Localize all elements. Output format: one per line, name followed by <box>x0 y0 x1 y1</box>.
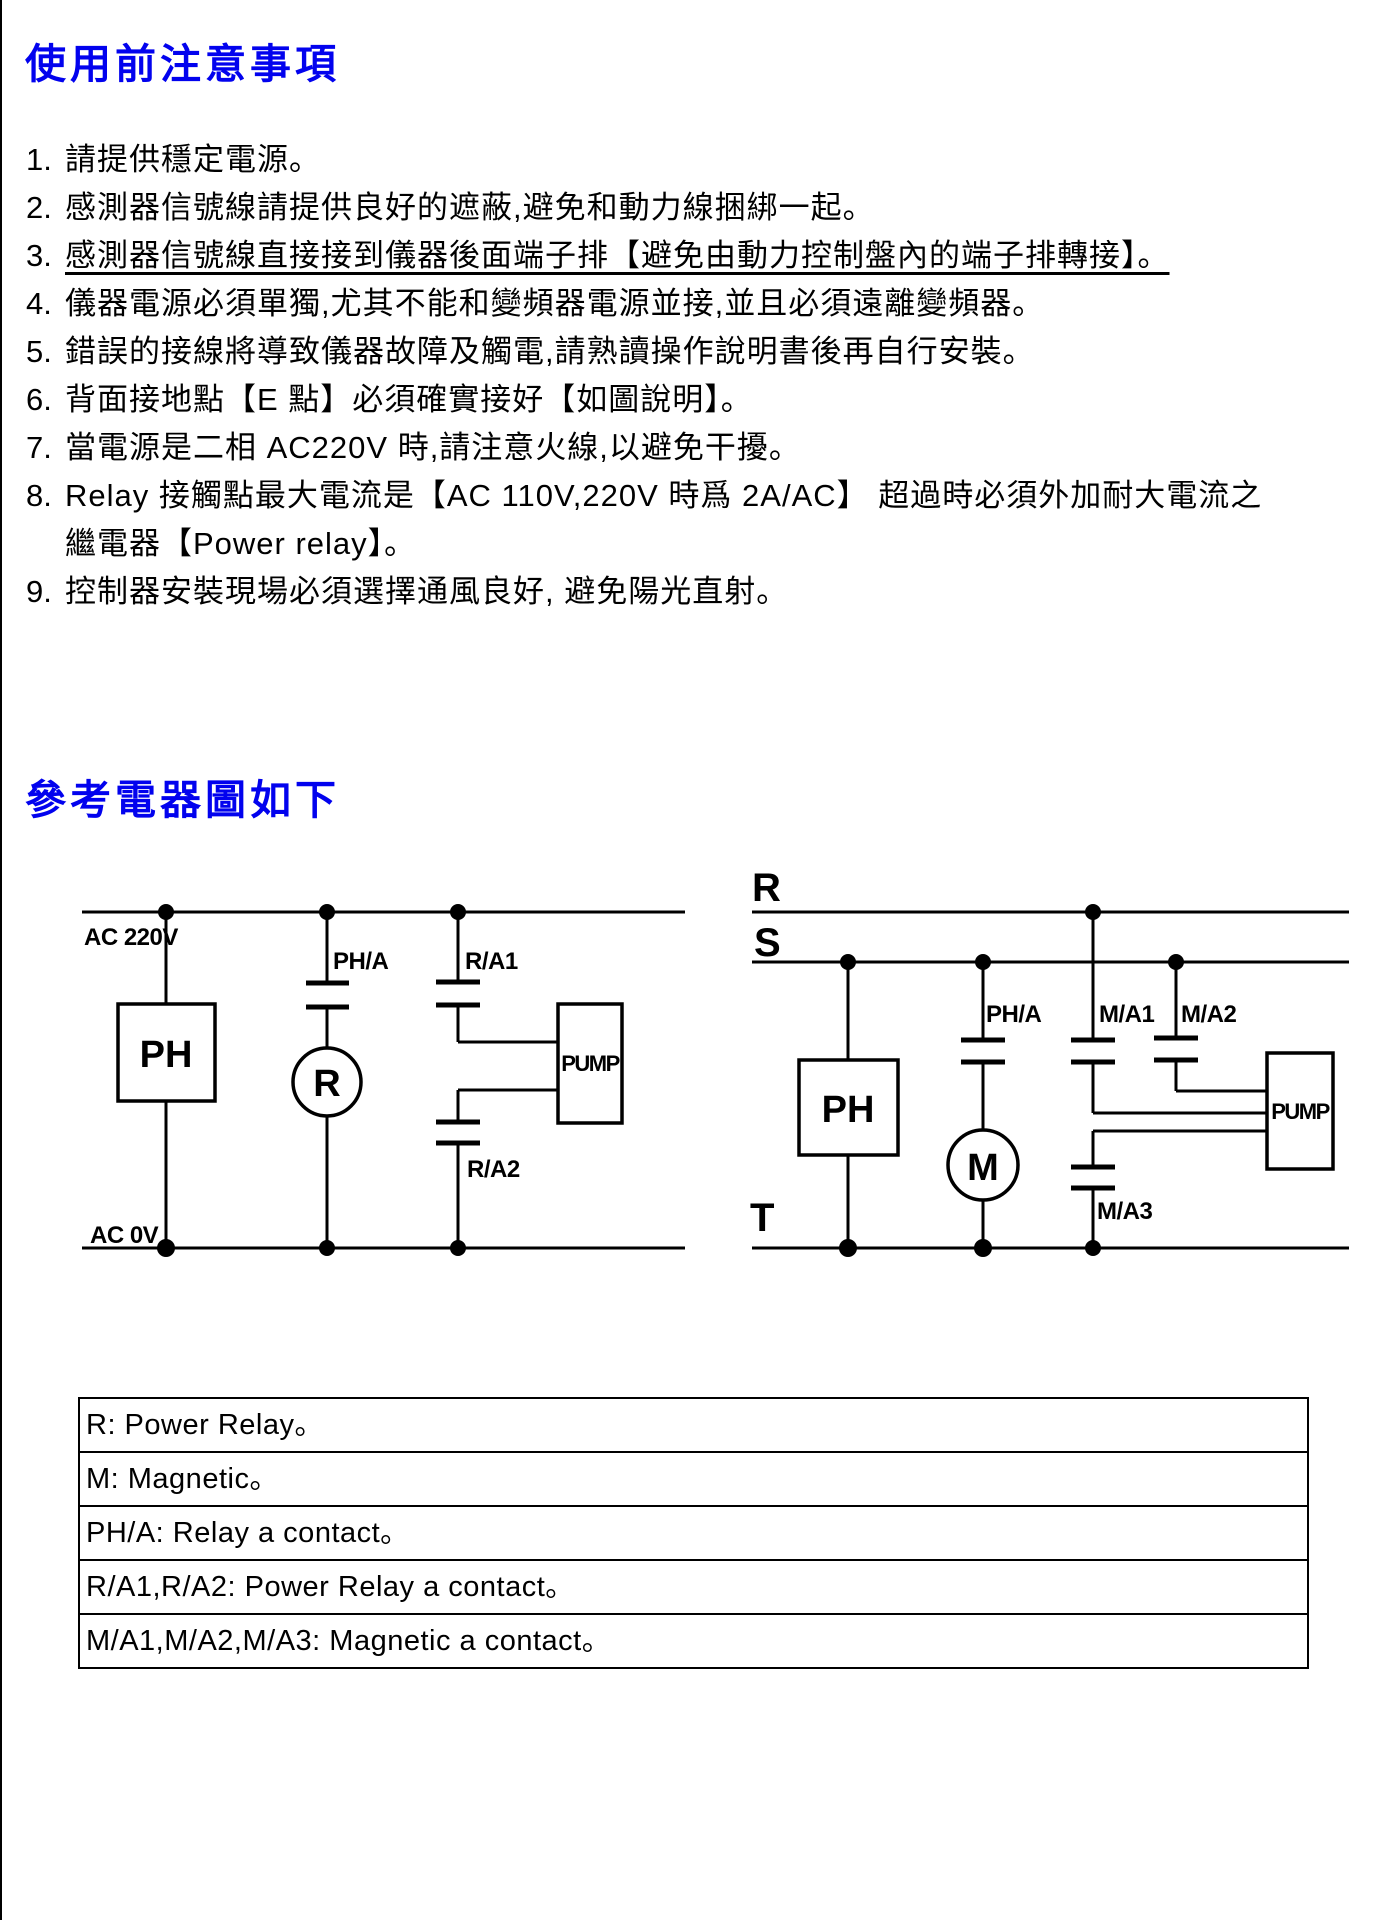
list-item-3: 3. 感測器信號線直接接到儀器後面端子排【避免由動力控制盤內的端子排轉接】。 <box>0 232 1360 280</box>
relay-r-label: R <box>313 1063 340 1105</box>
pha-label: PH/A <box>333 948 389 975</box>
reference-title: 參考電器圖如下 <box>25 777 340 823</box>
right-pump-box <box>1265 1051 1335 1171</box>
r-pha-label: PH/A <box>986 1001 1042 1028</box>
motor-m-label: M <box>967 1147 999 1189</box>
legend-row-ma: M/A1,M/A2,M/A3: Magnetic a contact。 <box>80 1615 1307 1669</box>
item-number: 1. <box>26 142 52 177</box>
item-number: 5. <box>26 334 52 369</box>
list-item-9: 9. 控制器安裝現場必須選擇通風良好, 避免陽光直射。 <box>0 568 1360 616</box>
list-item-5: 5. 錯誤的接線將導致儀器故障及觸電,請熟讀操作說明書後再自行安裝。 <box>0 328 1360 376</box>
item-text: 請提供穩定電源。 <box>65 142 321 177</box>
ra2-label: R/A2 <box>467 1156 520 1183</box>
item-text: 當電源是二相 AC220V 時,請注意火線,以避免干擾。 <box>65 430 801 465</box>
ac0v-label: AC 0V <box>90 1222 159 1249</box>
list-item-8: 8. Relay 接觸點最大電流是【AC 110V,220V 時爲 2A/AC】… <box>0 472 1360 568</box>
item-number: 8. <box>26 478 52 513</box>
ma3-label: M/A3 <box>1097 1198 1152 1225</box>
left-diagram <box>82 904 685 1257</box>
legend-table: R: Power Relay。 M: Magnetic。 PH/A: Relay… <box>78 1397 1309 1669</box>
item-number: 3. <box>26 238 52 273</box>
list-item-1: 1. 請提供穩定電源。 <box>0 136 1360 184</box>
page-left-border <box>0 0 2 1920</box>
right-junction-dots <box>839 904 1184 1257</box>
list-item-7: 7. 當電源是二相 AC220V 時,請注意火線,以避免干擾。 <box>0 424 1360 472</box>
item-text-underlined: 感測器信號線直接接到儀器後面端子排【避免由動力控制盤內的端子排轉接】。 <box>65 238 1170 273</box>
item-text-line2: 繼電器【Power relay】。 <box>65 526 417 561</box>
legend-row-pha: PH/A: Relay a contact。 <box>80 1507 1307 1561</box>
ma2-label: M/A2 <box>1181 1001 1236 1028</box>
legend-row-m: M: Magnetic。 <box>80 1453 1307 1507</box>
left-pump-box <box>556 1002 624 1125</box>
item-text: 感測器信號線請提供良好的遮蔽,避免和動力線捆綁一起。 <box>65 190 875 225</box>
phase-t-label: T <box>750 1196 774 1240</box>
ph-box-label: PH <box>140 1034 193 1076</box>
item-number: 6. <box>26 382 52 417</box>
precautions-list: 1. 請提供穩定電源。 2. 感測器信號線請提供良好的遮蔽,避免和動力線捆綁一起… <box>0 136 1360 616</box>
right-diagram <box>752 904 1349 1257</box>
list-item-6: 6. 背面接地點【E 點】必須確實接好【如圖說明】。 <box>0 376 1360 424</box>
ma1-label: M/A1 <box>1099 1001 1154 1028</box>
right-pump-label: PUMP <box>1271 1099 1329 1124</box>
phase-s-label: S <box>754 921 781 965</box>
precautions-title: 使用前注意事項 <box>25 41 340 87</box>
item-text: 背面接地點【E 點】必須確實接好【如圖說明】。 <box>65 382 753 417</box>
phase-r-label: R <box>752 866 781 910</box>
item-text: 錯誤的接線將導致儀器故障及觸電,請熟讀操作說明書後再自行安裝。 <box>65 334 1035 369</box>
legend-row-ra: R/A1,R/A2: Power Relay a contact。 <box>80 1561 1307 1615</box>
right-ph-label: PH <box>822 1089 875 1131</box>
left-diagram-labels: AC 220V AC 0V PH/A R/A1 R/A2 PH R PUMP <box>84 924 621 1249</box>
item-text-line1: Relay 接觸點最大電流是【AC 110V,220V 時爲 2A/AC】 超過… <box>65 478 1263 513</box>
ra1-label: R/A1 <box>465 948 518 975</box>
item-number: 7. <box>26 430 52 465</box>
item-number: 2. <box>26 190 52 225</box>
item-number: 9. <box>26 574 52 609</box>
item-text: 儀器電源必須單獨,尤其不能和變頻器電源並接,並且必須遠離變頻器。 <box>65 286 1045 321</box>
list-item-4: 4. 儀器電源必須單獨,尤其不能和變頻器電源並接,並且必須遠離變頻器。 <box>0 280 1360 328</box>
left-junction-dots <box>157 904 466 1257</box>
item-text: 控制器安裝現場必須選擇通風良好, 避免陽光直射。 <box>65 574 789 609</box>
item-number: 4. <box>26 286 52 321</box>
list-item-2: 2. 感測器信號線請提供良好的遮蔽,避免和動力線捆綁一起。 <box>0 184 1360 232</box>
wiring-diagrams: AC 220V AC 0V PH/A R/A1 R/A2 PH R PUMP <box>82 866 1349 1257</box>
ac220v-label: AC 220V <box>84 924 178 951</box>
left-pump-label: PUMP <box>561 1051 619 1076</box>
legend-row-r: R: Power Relay。 <box>80 1399 1307 1453</box>
right-diagram-labels: R S T PH/A M/A1 M/A2 M/A3 PH M PUMP <box>750 866 1331 1240</box>
